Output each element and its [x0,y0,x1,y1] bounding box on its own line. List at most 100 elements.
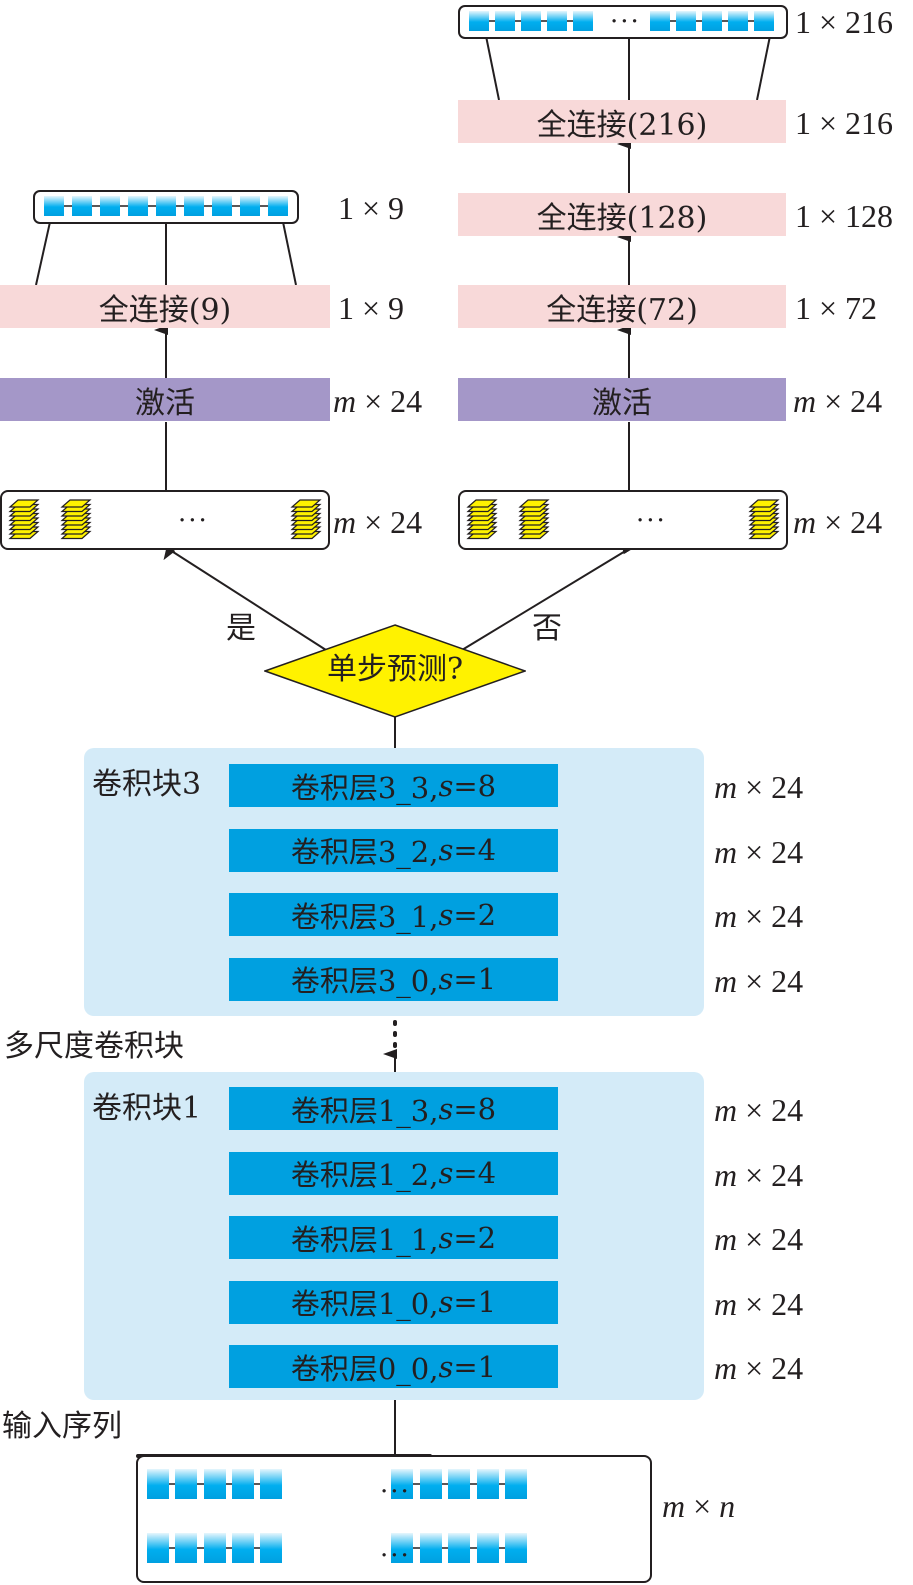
conv-layer: 卷积层1_2,s=4 [229,1151,558,1195]
vector-cell [420,1469,442,1499]
vector-cell [728,11,748,31]
vector-cell [268,196,288,216]
vector-cell [44,196,64,216]
feature-map-stack [748,499,780,540]
dim-rest: × 24 [737,1221,804,1257]
conv-layer: 卷积层1_1,s=2 [229,1216,558,1259]
conv-layer: 卷积层1_0,s=1 [229,1280,558,1324]
left-feature-dim: m × 24 [333,506,422,538]
left-output-cells [44,196,288,216]
yes-branch-label: 是 [226,611,256,646]
vector-cell [175,1533,197,1563]
input-sequence-box: ··· ··· [136,1455,652,1583]
vector-cell [175,1469,197,1499]
multi-scale-conv-label: 多尺度卷积块 [4,1029,184,1064]
dim-var2: n [719,1488,736,1524]
feature-map-stack [518,499,550,540]
conv-layer: 卷积层3_2,s=4 [229,828,558,872]
conv-block-3-label: 卷积块3 [92,767,202,802]
dim-var: m [662,1488,686,1524]
conv-layer: 卷积层3_1,s=2 [229,893,558,936]
conv-block-1-label: 卷积块1 [92,1091,202,1126]
right-output-ellipsis: ··· [610,7,641,37]
left-output-link-right [282,221,297,286]
left-feature-ellipsis: ··· [178,506,209,536]
feature-map-stack [466,499,498,540]
stride-var: s [438,1349,454,1384]
vector-cell [72,196,92,216]
input-sequence-cells [147,1469,527,1563]
vector-cell [495,11,515,31]
conv-layer-dim: m × 24 [714,1223,803,1255]
conv-layer-name: 卷积层1_3, [290,1093,439,1128]
left-activation-dim: m × 24 [333,385,422,417]
stride-value: =4 [453,833,497,867]
vector-cell [754,11,774,31]
dim-var: m [714,1092,738,1128]
vector-cell [232,1533,254,1563]
right-activation-layer: 激活 [458,378,786,421]
dim-var: m [714,1350,738,1386]
vector-cell [156,196,176,216]
decision-label: 单步预测? [326,652,464,687]
dim-rest: × 24 [737,1285,804,1322]
stride-value: =1 [453,1285,497,1319]
stride-value: =8 [453,768,497,803]
conv-layer-name: 卷积层3_0, [290,964,439,998]
feature-map-stack [8,499,40,540]
right-fc-128-dim: 1 × 128 [795,198,894,234]
conv-layer-dim: m × 24 [714,1288,803,1320]
vector-cell [469,11,489,31]
vector-cell [147,1469,169,1499]
vector-cell [147,1533,169,1563]
dim-var: m [714,1156,738,1193]
dim-rest: × 24 [737,962,804,999]
input-ellipsis-row1: ··· [380,1477,411,1507]
input-dim: m × n [662,1490,735,1522]
no-branch-arrow [461,539,633,651]
right-activation-dim: m × 24 [793,385,882,417]
dim-rest: × 24 [816,504,883,540]
right-output-vector: ··· [458,5,788,39]
vector-cell [505,1533,527,1563]
conv-layer-dim: m × 24 [714,1159,803,1191]
stride-var: s [438,962,454,996]
dim-rest: × [685,1488,720,1524]
dim-var: m [714,898,738,934]
right-output-link-left [485,35,500,101]
vector-cell [391,1533,413,1563]
dim-rest: × 24 [737,898,804,934]
right-fc-216-layer: 全连接(216) [458,100,786,143]
right-fc-216-dim: 1 × 216 [795,105,894,141]
right-output-cells [469,11,774,31]
stride-var: s [438,1156,454,1190]
stride-var: s [438,1091,454,1126]
dim-rest: × 24 [737,769,804,805]
stride-value: =8 [453,1091,497,1126]
feature-map-stack [290,499,322,540]
vector-cell [232,1469,254,1499]
right-fc-72-layer: 全连接(72) [458,285,786,328]
dim-var: m [714,962,738,999]
dim-var: m [333,504,357,540]
no-branch-label: 否 [532,611,562,646]
vector-cell [505,1469,527,1499]
vector-cell [204,1533,226,1563]
left-fc-9-layer: 全连接(9) [0,285,330,328]
vector-cell [100,196,120,216]
dim-var: m [793,504,817,540]
conv-layer-dim: m × 24 [714,965,803,997]
conv-layer: 卷积层1_3,s=8 [229,1087,558,1130]
conv-layer-dim: m × 24 [714,771,803,803]
left-output-link-left [35,221,51,286]
right-output-link-right [756,35,771,101]
conv-layer: 卷积层0_0,s=1 [229,1345,558,1388]
right-feature-stacks [466,499,780,540]
dim-rest: × 24 [737,833,804,870]
dim-rest: × 24 [737,1092,804,1128]
dim-var: m [793,383,817,419]
stride-value: =2 [453,897,497,932]
yes-branch-arrow [163,545,327,651]
dim-rest: × 24 [356,504,423,540]
vector-cell [448,1533,470,1563]
